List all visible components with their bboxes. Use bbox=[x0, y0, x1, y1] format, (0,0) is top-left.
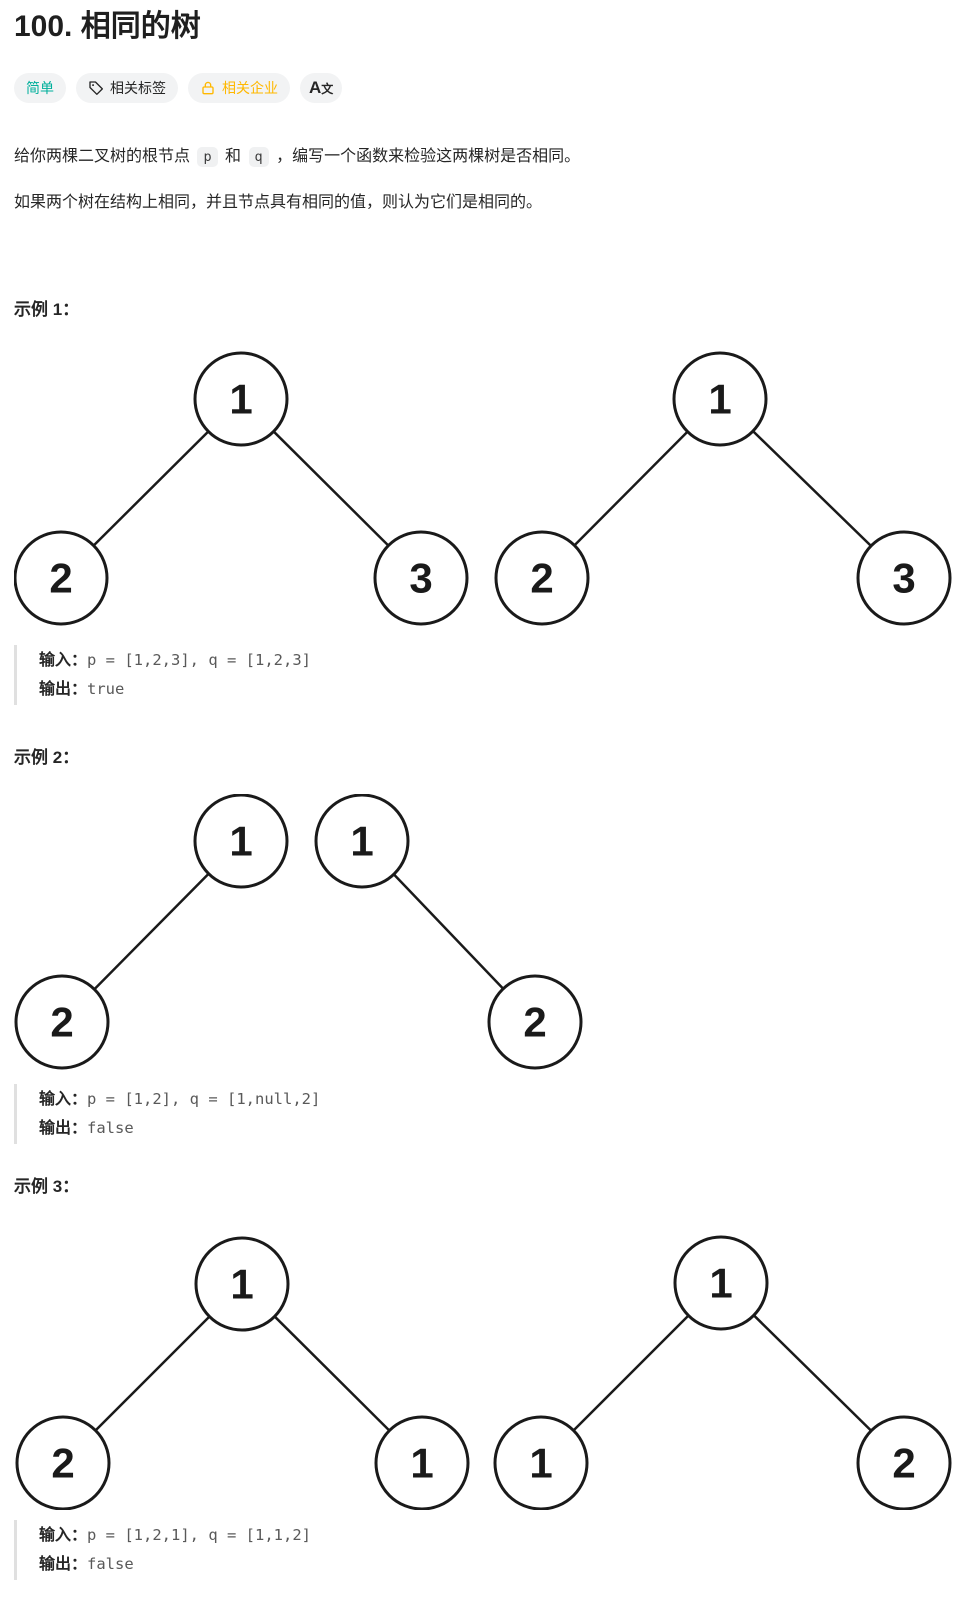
example-1-io-block: 输入：p = [1,2,3], q = [1,2,3] 输出：true bbox=[14, 645, 954, 705]
tree-node-value: 1 bbox=[230, 1261, 253, 1308]
tree-p: 1 2 1 bbox=[15, 1236, 470, 1510]
related-companies-badge[interactable]: 相关企业 bbox=[188, 73, 290, 103]
tree-node bbox=[856, 1415, 952, 1510]
tree-q: 1 1 2 bbox=[493, 1235, 952, 1510]
difficulty-label: 简单 bbox=[26, 80, 54, 96]
tree-q: 1 2 3 bbox=[494, 351, 952, 626]
related-companies-label: 相关企业 bbox=[222, 80, 278, 96]
tree-node bbox=[673, 1235, 769, 1331]
example-2-heading: 示例 2： bbox=[14, 748, 80, 767]
tree-node-value: 2 bbox=[50, 999, 73, 1046]
tree-node bbox=[487, 974, 583, 1070]
example-3-tree-figure: 1 2 1 1 1 2 bbox=[15, 1235, 952, 1510]
inline-code: q bbox=[248, 147, 269, 167]
example-2-input-line: 输入：p = [1,2], q = [1,null,2] bbox=[39, 1085, 954, 1114]
output-value: false bbox=[87, 1555, 134, 1573]
output-label: 输出： bbox=[39, 1556, 88, 1573]
difficulty-badge[interactable]: 简单 bbox=[14, 73, 66, 103]
example-3-heading: 示例 3： bbox=[14, 1177, 80, 1196]
tree-node bbox=[494, 530, 590, 626]
example-2-output-line: 输出：false bbox=[39, 1114, 954, 1143]
example-1-output-line: 输出：true bbox=[39, 675, 954, 704]
page-title: 100. 相同的树 bbox=[14, 10, 201, 43]
tree-node-value: 1 bbox=[708, 376, 731, 423]
tag-icon bbox=[89, 81, 103, 95]
tree-node-value: 3 bbox=[892, 555, 915, 602]
tree-node-value: 1 bbox=[350, 818, 373, 865]
example-3-input-line: 输入：p = [1,2,1], q = [1,1,2] bbox=[39, 1521, 954, 1550]
tree-node bbox=[672, 351, 768, 447]
example-2-io-block: 输入：p = [1,2], q = [1,null,2] 输出：false bbox=[14, 1084, 954, 1144]
input-value: p = [1,2,1], q = [1,1,2] bbox=[87, 1526, 311, 1544]
output-label: 输出： bbox=[39, 1120, 88, 1137]
input-value: p = [1,2,3], q = [1,2,3] bbox=[87, 651, 311, 669]
related-tags-label: 相关标签 bbox=[110, 80, 166, 96]
output-value: true bbox=[87, 680, 125, 698]
example-1: 示例 1： 1 2 3 1 2 3 输入：p = [1,2,3], q = [1,2,3]… bbox=[14, 295, 954, 705]
inline-code: p bbox=[197, 147, 218, 167]
tree-q: 12 bbox=[314, 794, 583, 1070]
tree-node bbox=[14, 974, 110, 1070]
tree-node bbox=[193, 794, 289, 889]
tree-node-value: 2 bbox=[523, 999, 546, 1046]
input-label: 输入： bbox=[39, 1091, 88, 1108]
tree-node-value: 2 bbox=[49, 555, 72, 602]
example-3: 示例 3： 1 2 1 1 1 2 输入：p = [1,2,1], q = [1,1,2]… bbox=[14, 1172, 954, 1580]
tree-node-value: 1 bbox=[709, 1260, 732, 1307]
tree-node bbox=[856, 530, 952, 626]
example-1-input-line: 输入：p = [1,2,3], q = [1,2,3] bbox=[39, 646, 954, 675]
translate-icon: A文 bbox=[309, 77, 334, 97]
input-label: 输入： bbox=[39, 652, 88, 669]
description-paragraph-2: 如果两个树在结构上相同，并且节点具有相同的值，则认为它们是相同的。 bbox=[14, 194, 543, 211]
tree-node bbox=[15, 1415, 111, 1510]
example-3-io-block: 输入：p = [1,2,1], q = [1,1,2] 输出：false bbox=[14, 1520, 954, 1580]
output-value: false bbox=[87, 1119, 134, 1137]
tree-node bbox=[373, 530, 469, 626]
tree-node-value: 1 bbox=[229, 376, 252, 423]
description-paragraph-1: 给你两棵二叉树的根节点 p 和 q ，编写一个函数来检验这两棵树是否相同。 bbox=[14, 147, 581, 167]
tree-node-value: 1 bbox=[410, 1440, 433, 1487]
tree-node bbox=[493, 1415, 589, 1510]
tree-node-value: 2 bbox=[892, 1440, 915, 1487]
example-1-tree-figure: 1 2 3 1 2 3 bbox=[14, 351, 952, 626]
example-3-output-line: 输出：false bbox=[39, 1550, 954, 1579]
tree-node-value: 1 bbox=[229, 818, 252, 865]
badge-row: 简单 相关标签 相关企业 A文 bbox=[14, 73, 954, 103]
tree-node-value: 1 bbox=[529, 1440, 552, 1487]
tree-node-value: 2 bbox=[51, 1440, 74, 1487]
output-label: 输出： bbox=[39, 681, 88, 698]
tree-node bbox=[374, 1415, 470, 1510]
input-value: p = [1,2], q = [1,null,2] bbox=[87, 1090, 321, 1108]
tree-node-value: 2 bbox=[530, 555, 553, 602]
tree-node bbox=[194, 1236, 290, 1332]
example-1-heading: 示例 1： bbox=[14, 300, 80, 319]
tree-node bbox=[193, 351, 289, 447]
input-label: 输入： bbox=[39, 1527, 88, 1544]
tree-p: 12 bbox=[14, 794, 289, 1070]
tree-node bbox=[314, 794, 410, 889]
tree-p: 1 2 3 bbox=[14, 351, 469, 626]
related-tags-badge[interactable]: 相关标签 bbox=[76, 73, 178, 103]
tree-node-value: 3 bbox=[409, 555, 432, 602]
tree-node bbox=[14, 530, 109, 626]
translate-badge[interactable]: A文 bbox=[300, 73, 343, 103]
lock-icon bbox=[202, 81, 214, 95]
